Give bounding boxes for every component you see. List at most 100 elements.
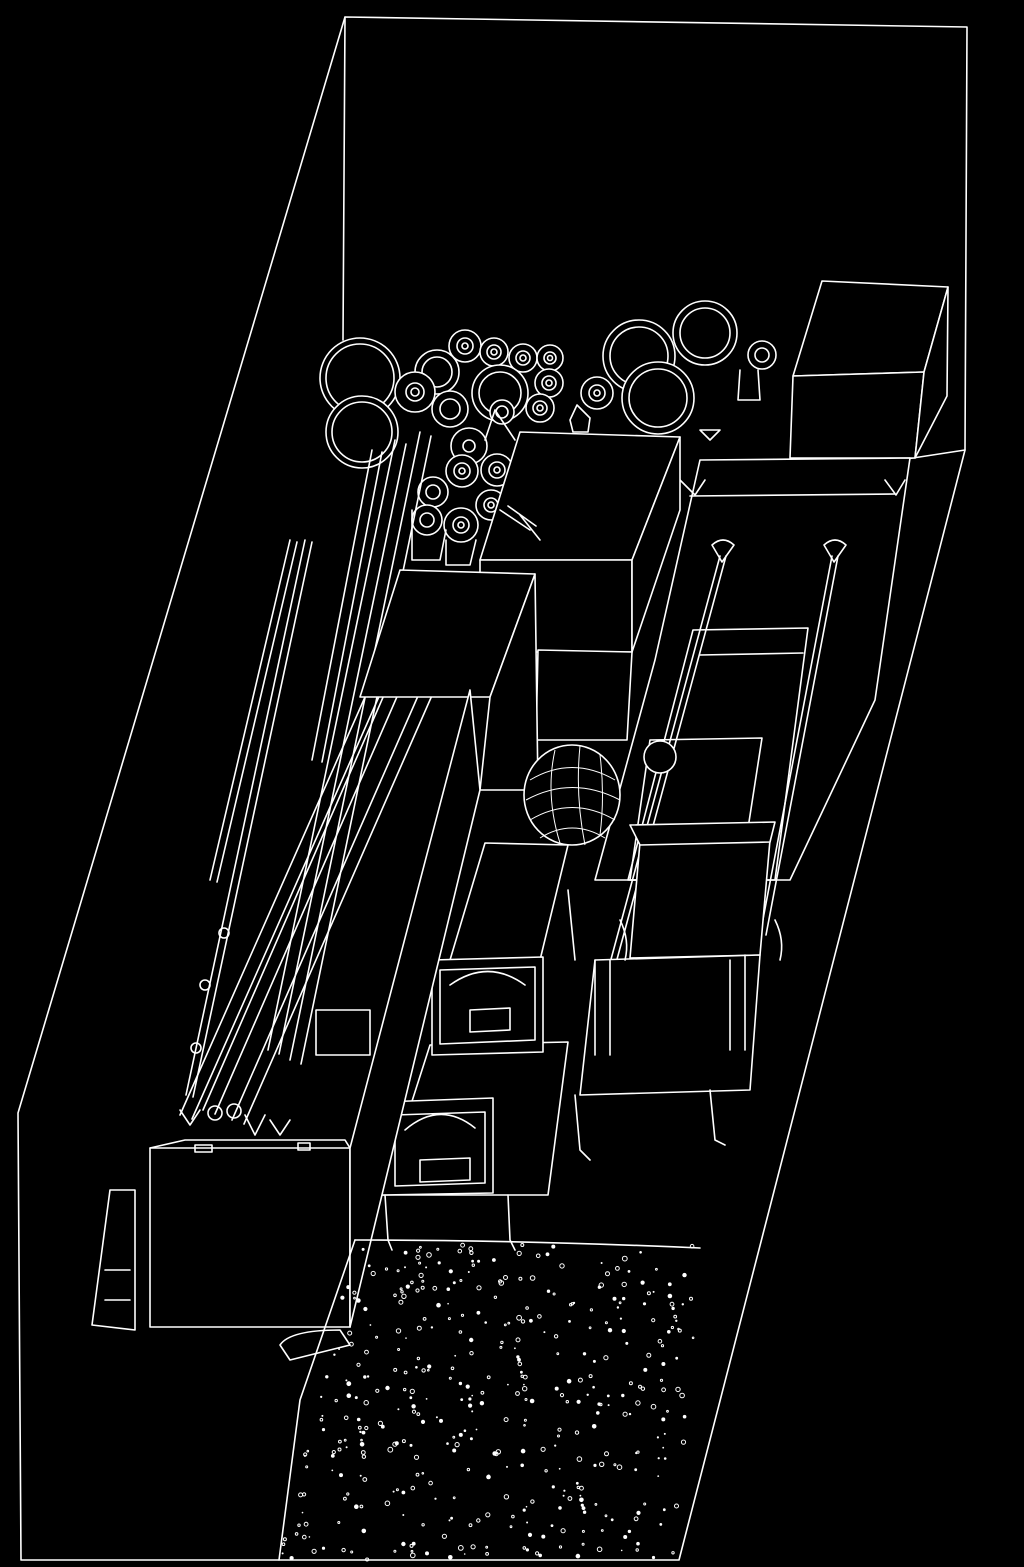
rubble-speck <box>402 1514 405 1516</box>
rubble-speck <box>463 1429 467 1432</box>
rubble-speck <box>354 1396 358 1400</box>
rubble-speck <box>568 1497 572 1501</box>
rubble-speck <box>553 1293 555 1295</box>
rubble-speck <box>331 1469 334 1472</box>
rubble-speck <box>667 1410 669 1412</box>
rubble-speck <box>401 1541 406 1547</box>
rubble-speck <box>423 1318 426 1321</box>
rubble-speck <box>452 1448 457 1453</box>
rubble-speck <box>599 1403 602 1406</box>
rubble-speck <box>634 1468 638 1472</box>
rubble-speck <box>508 1322 510 1324</box>
rubble-speck <box>600 1462 604 1466</box>
rubble-speck <box>354 1297 356 1299</box>
rubble-speck <box>499 1280 502 1283</box>
rubble-speck <box>469 1247 473 1251</box>
rubble-speck <box>414 1455 418 1459</box>
rubble-speck <box>442 1534 446 1538</box>
rubble-speck <box>458 1432 463 1437</box>
rubble-speck <box>453 1436 455 1438</box>
rubble-speck <box>656 1436 660 1439</box>
rubble-speck <box>306 1466 308 1468</box>
rubble-speck <box>411 1281 414 1284</box>
rubble-speck <box>346 1285 351 1290</box>
rubble-speck <box>470 1251 473 1254</box>
rubble-speck <box>519 1277 522 1280</box>
rubble-speck <box>616 1267 620 1271</box>
rubble-speck <box>411 1553 416 1558</box>
rubble-speck <box>366 1375 370 1378</box>
rubble-speck <box>619 1302 621 1304</box>
rubble-speck <box>617 1465 622 1470</box>
rubble-speck <box>363 1306 368 1312</box>
rubble-speck <box>350 1342 354 1346</box>
rubble-speck <box>467 1271 470 1273</box>
rubble-speck <box>450 1516 453 1520</box>
rubble-speck <box>399 1300 403 1304</box>
rubble-speck <box>536 1254 540 1258</box>
woven-basket <box>524 745 620 845</box>
rubble-speck <box>308 1536 311 1538</box>
rubble-speck <box>471 1410 474 1413</box>
rubble-floor <box>279 1240 700 1561</box>
rubble-speck <box>416 1473 419 1476</box>
rubble-speck <box>420 1419 426 1424</box>
rubble-speck <box>425 1266 428 1269</box>
rubble-speck <box>629 1382 632 1385</box>
rubble-speck <box>402 1294 406 1298</box>
rubble-speck <box>667 1282 672 1287</box>
rubble-speck <box>465 1384 470 1389</box>
rubble-speck <box>398 1349 400 1351</box>
rubble-speck <box>396 1329 400 1333</box>
rubble-speck <box>592 1385 595 1389</box>
rubble-speck <box>469 1250 472 1253</box>
rubble-speck <box>520 1370 523 1374</box>
stool-front <box>382 1042 568 1250</box>
rubble-speck <box>682 1272 687 1278</box>
rubble-speck <box>675 1319 678 1323</box>
rubble-speck <box>338 1448 341 1451</box>
rubble-speck <box>330 1454 335 1458</box>
rubble-speck <box>356 1298 361 1303</box>
rubble-speck <box>321 1414 324 1417</box>
rubble-speck <box>409 1443 413 1447</box>
rubble-speck <box>545 1252 550 1257</box>
rubble-speck <box>667 1330 671 1334</box>
rubble-speck <box>359 1442 365 1447</box>
rubble-speck <box>452 1281 456 1285</box>
rubble-speck <box>363 1375 367 1379</box>
rubble-speck <box>295 1533 298 1536</box>
rubble-speck <box>487 1376 490 1379</box>
rubble-speck <box>494 1296 496 1298</box>
rubble-speck <box>526 1521 529 1524</box>
rubble-speck <box>642 1302 647 1306</box>
rubble-speck <box>681 1303 684 1306</box>
rubble-speck <box>582 1530 584 1532</box>
rubble-speck <box>385 1501 390 1506</box>
rubble-speck <box>396 1489 398 1491</box>
rubble-speck <box>568 1320 571 1323</box>
rubble-speck <box>283 1538 286 1541</box>
rubble-speck <box>437 1248 439 1250</box>
rubble-speck <box>676 1387 680 1391</box>
rubble-speck <box>675 1504 679 1508</box>
rubble-speck <box>338 1522 340 1524</box>
rubble-speck <box>520 1463 524 1468</box>
rubble-speck <box>622 1256 627 1261</box>
rubble-speck <box>429 1481 433 1485</box>
rubble-speck <box>672 1552 674 1554</box>
rubble-speck <box>356 1417 361 1422</box>
rubble-speck <box>579 1497 584 1503</box>
rubble-speck <box>616 1306 620 1309</box>
rubble-speck <box>475 1428 478 1431</box>
rubble-speck <box>530 1276 535 1281</box>
rubble-speck <box>516 1355 520 1359</box>
rubble-speck <box>667 1293 673 1299</box>
rubble-speck <box>607 1328 613 1333</box>
rubble-speck <box>449 1377 451 1379</box>
rubble-speck <box>621 1393 625 1398</box>
rubble-speck <box>346 1393 352 1398</box>
rubble-speck <box>320 1395 323 1398</box>
rubble-speck <box>405 1337 407 1339</box>
rubble-speck <box>448 1269 453 1274</box>
